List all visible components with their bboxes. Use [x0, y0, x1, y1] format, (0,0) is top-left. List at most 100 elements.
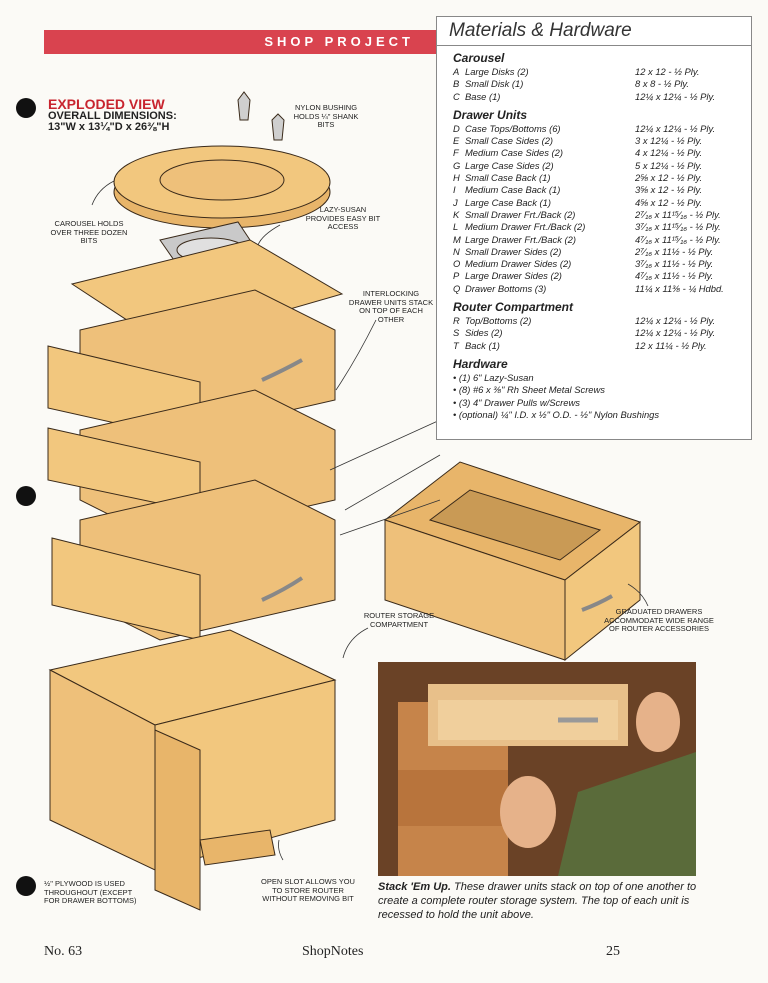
materials-title: Materials & Hardware — [437, 17, 751, 46]
materials-row: I Medium Case Back (1) 3⅝ x 12 - ½ Ply. — [453, 184, 751, 196]
magazine-name: ShopNotes — [302, 944, 364, 959]
materials-row: B Small Disk (1) 8 x 8 - ½ Ply. — [453, 78, 751, 90]
part-dimensions: 2⅝ x 12 - ½ Ply. — [635, 172, 703, 184]
materials-section-heading: Router Compartment — [453, 300, 574, 315]
part-dimensions: 3⁷⁄₁₆ x 11½ - ½ Ply. — [635, 258, 714, 270]
part-name: Small Drawer Sides (2) — [465, 245, 562, 257]
part-name: Case Tops/Bottoms (6) — [465, 122, 561, 134]
part-letter: A — [453, 66, 460, 77]
part-letter: R — [453, 315, 460, 327]
margin-bullet — [16, 98, 36, 118]
part-dimensions: 3 x 12¼ - ½ Ply. — [635, 135, 703, 147]
exploded-view-title: EXPLODED VIEW — [48, 96, 165, 112]
part-dimensions: 2⁷⁄₁₆ x 11¹⁵⁄₁₆ - ½ Ply. — [635, 208, 721, 220]
part-dimensions: 3⅝ x 12 - ½ Ply. — [635, 184, 703, 196]
hardware-heading: Hardware — [453, 356, 508, 371]
part-name: Medium Case Back (1) — [465, 184, 561, 196]
part-dimensions: 4⅝ x 12 - ½ Ply. — [635, 196, 703, 208]
callout-plywood: ½" PLYWOOD IS USED THROUGHOUT (EXCEPT FO… — [44, 879, 137, 905]
banner-text: SHOP PROJECT — [264, 34, 414, 49]
part-name: Base (1) — [465, 90, 501, 102]
materials-row: T Back (1) 12 x 11¼ - ½ Ply. — [453, 340, 751, 352]
caption-text: These drawer units stack on top of one a… — [378, 881, 697, 921]
callout-open-slot: OPEN SLOT ALLOWS YOU TO STORE ROUTER WIT… — [261, 877, 355, 903]
section-banner: SHOP PROJECT — [44, 30, 436, 54]
part-name: Small Disk (1) — [465, 78, 524, 90]
margin-bullet — [16, 486, 36, 506]
dimensions-value: 13"W x 13¼"D x 26⅜"H — [48, 121, 170, 133]
part-letter: F — [453, 147, 459, 159]
materials-row: O Medium Drawer Sides (2) 3⁷⁄₁₆ x 11½ - ½ … — [453, 258, 751, 270]
part-letter: I — [453, 184, 456, 196]
part-name: Large Case Back (1) — [465, 196, 551, 208]
part-dimensions: 4 x 12¼ - ½ Ply. — [635, 147, 703, 159]
materials-row: R Top/Bottoms (2) 12¼ x 12¼ - ½ Ply. — [453, 315, 751, 327]
part-letter: L — [453, 221, 459, 233]
part-name: Sides (2) — [465, 327, 503, 339]
part-letter: S — [453, 327, 460, 339]
issue-number: No. 63 — [44, 944, 83, 959]
part-letter: H — [453, 172, 460, 184]
callout-nylon-bushing: NYLON BUSHING HOLDS ¼" SHANK BITS — [293, 103, 359, 129]
part-letter: C — [453, 90, 460, 102]
part-name: Small Case Back (1) — [465, 172, 551, 184]
part-dimensions: 2⁷⁄₁₆ x 11½ - ½ Ply. — [635, 245, 714, 257]
part-name: Small Drawer Frt./Back (2) — [465, 208, 576, 220]
part-dimensions: 3⁷⁄₁₆ x 11¹⁵⁄₁₆ - ½ Ply. — [635, 221, 721, 233]
materials-row: K Small Drawer Frt./Back (2) 2⁷⁄₁₆ x 11¹⁵⁄… — [453, 209, 751, 221]
part-letter: D — [453, 122, 460, 134]
part-name: Drawer Bottoms (3) — [465, 282, 547, 294]
part-letter: J — [453, 196, 458, 208]
part-letter: B — [453, 78, 460, 90]
part-name: Medium Case Sides (2) — [465, 147, 563, 159]
callout-carousel: CAROUSEL HOLDS OVER THREE DOZEN BITS — [50, 219, 128, 245]
part-letter: K — [453, 208, 460, 220]
part-letter: N — [453, 245, 460, 257]
part-name: Large Drawer Frt./Back (2) — [465, 233, 576, 245]
part-letter: G — [453, 159, 461, 171]
hardware-item: • (3) 4" Drawer Pulls w/Screws — [453, 396, 580, 408]
part-name: Small Case Sides (2) — [465, 135, 554, 147]
photo-stacked-drawers — [378, 662, 696, 876]
materials-row: E Small Case Sides (2) 3 x 12¼ - ½ Ply. — [453, 135, 751, 147]
part-letter: Q — [453, 282, 461, 294]
part-dimensions: 12 x 11¼ - ½ Ply. — [635, 339, 707, 351]
part-dimensions: 12 x 12 - ½ Ply. — [635, 66, 700, 77]
materials-row: C Base (1) 12¼ x 12¼ - ½ Ply. — [453, 91, 751, 103]
materials-row: J Large Case Back (1) 4⅝ x 12 - ½ Ply. — [453, 197, 751, 209]
part-dimensions: 12¼ x 12¼ - ½ Ply. — [635, 122, 716, 134]
part-letter: E — [453, 135, 460, 147]
part-letter: O — [453, 258, 461, 270]
materials-row: G Large Case Sides (2) 5 x 12¼ - ½ Ply. — [453, 160, 751, 172]
part-name: Large Case Sides (2) — [465, 159, 554, 171]
part-name: Large Drawer Sides (2) — [465, 270, 562, 282]
photo-illustration — [378, 662, 696, 876]
caption-lead: Stack 'Em Up. — [378, 881, 451, 893]
hardware-item: • (1) 6" Lazy-Susan — [453, 371, 534, 383]
page-number: 25 — [606, 944, 620, 959]
part-name: Top/Bottoms (2) — [465, 315, 532, 327]
materials-row: F Medium Case Sides (2) 4 x 12¼ - ½ Ply. — [453, 147, 751, 159]
photo-caption: Stack 'Em Up. These drawer units stack o… — [378, 880, 708, 922]
part-dimensions: 12¼ x 12¼ - ½ Ply. — [635, 315, 716, 327]
part-letter: T — [453, 339, 459, 351]
materials-row: D Case Tops/Bottoms (6) 12¼ x 12¼ - ½ Ply. — [453, 123, 751, 135]
hardware-list: • (1) 6" Lazy-Susan• (8) #6 x ⅜" Rh Shee… — [437, 372, 751, 421]
part-dimensions: 8 x 8 - ½ Ply. — [635, 78, 690, 90]
hardware-item: • (8) #6 x ⅜" Rh Sheet Metal Screws — [453, 384, 605, 396]
part-dimensions: 5 x 12¼ - ½ Ply. — [635, 159, 703, 171]
part-dimensions: 4⁷⁄₁₆ x 11¹⁵⁄₁₆ - ½ Ply. — [635, 233, 721, 245]
hardware-item: • (optional) ¼" I.D. x ½" O.D. - ½" Nylo… — [453, 408, 660, 420]
part-name: Back (1) — [465, 339, 500, 351]
part-name: Medium Drawer Sides (2) — [465, 258, 572, 270]
part-dimensions: 12¼ x 12¼ - ½ Ply. — [635, 90, 716, 102]
margin-bullet — [16, 876, 36, 896]
